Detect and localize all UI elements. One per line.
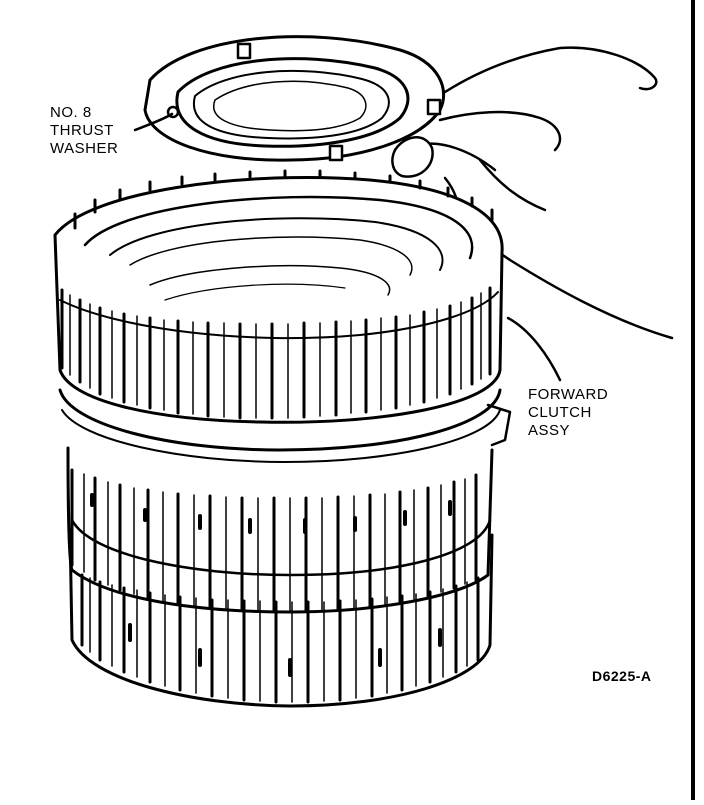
middle-clutch-drum xyxy=(58,388,512,614)
thrust-washer-label-line-2: THRUST xyxy=(50,122,114,139)
forward-clutch-label-line-3: ASSY xyxy=(528,422,571,439)
figure-id-label: D6225-A xyxy=(592,668,652,684)
forward-clutch-label-line-2: CLUTCH xyxy=(528,404,592,421)
lower-clutch-drum xyxy=(68,518,494,708)
forward-clutch-drum xyxy=(53,169,504,424)
thrust-washer-label-line-1: NO. 8 xyxy=(50,104,92,121)
thrust-washer-leader xyxy=(133,112,174,132)
thrust-washer-drawing xyxy=(143,35,446,162)
thrust-washer-label-line-3: WASHER xyxy=(50,140,119,157)
forward-clutch-label-line-1: FORWARD xyxy=(528,386,609,403)
forward-clutch-label: FORWARD CLUTCH ASSY xyxy=(528,386,608,440)
forward-clutch-leader xyxy=(506,316,562,382)
thrust-washer-label: NO. 8 THRUST WASHER xyxy=(50,104,118,158)
